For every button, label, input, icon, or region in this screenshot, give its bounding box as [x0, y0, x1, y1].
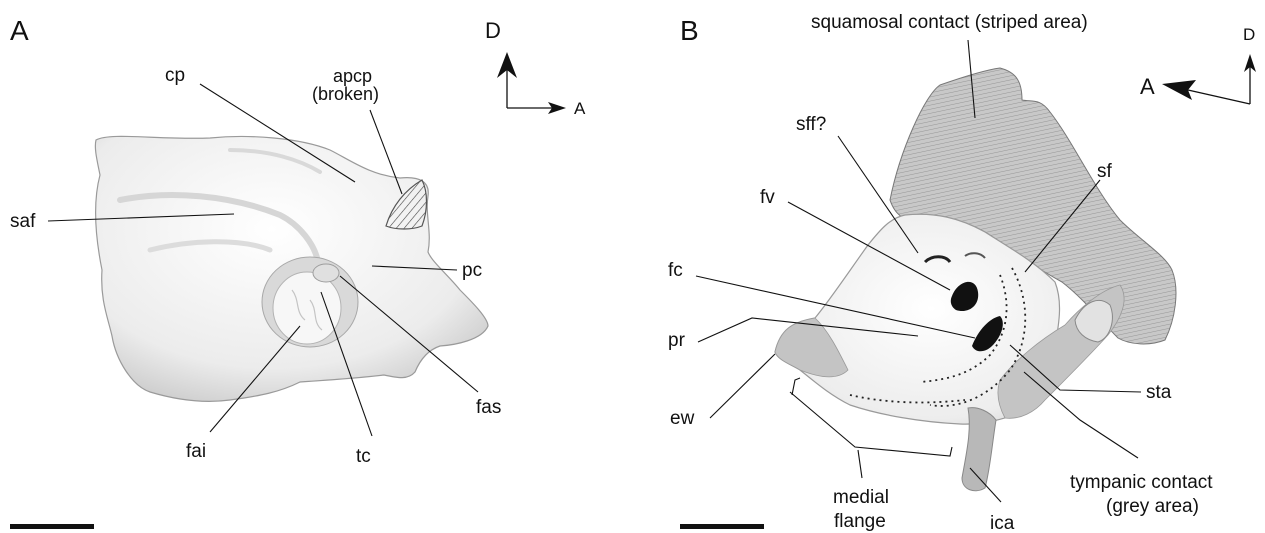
panel-a-letter: A [10, 15, 29, 46]
label-fai: fai [186, 441, 206, 462]
label-fc: fc [668, 260, 683, 281]
label-sta: sta [1146, 382, 1172, 403]
label-tc: tc [356, 446, 371, 467]
label-grey-area: (grey area) [1106, 496, 1199, 517]
label-pr: pr [668, 330, 686, 351]
orientation-a-dorsal: D [485, 18, 501, 43]
label-fv: fv [760, 187, 775, 208]
label-apcp-broken: (broken) [312, 84, 379, 104]
label-ica: ica [990, 513, 1015, 533]
scale-bar-b [680, 524, 764, 529]
petrosal-specimen-b [775, 68, 1176, 491]
label-tympanic-contact: tympanic contact [1070, 472, 1213, 493]
orientation-arrows-b: D A [1140, 25, 1256, 104]
panel-a: A D A [10, 15, 586, 529]
label-apcp: apcp [333, 66, 372, 86]
label-squamosal-contact: squamosal contact (striped area) [811, 12, 1088, 33]
label-cp: cp [165, 65, 185, 86]
label-sff: sff? [796, 114, 826, 135]
label-ew: ew [670, 408, 695, 429]
orientation-a-anterior: A [574, 99, 586, 118]
orientation-arrows-a: D A [485, 18, 586, 118]
label-flange: flange [834, 511, 886, 532]
label-sf: sf [1097, 161, 1113, 182]
label-fas: fas [476, 397, 501, 418]
panel-b: B [668, 12, 1256, 533]
scale-bar-a [10, 524, 94, 529]
orientation-b-dorsal: D [1243, 25, 1255, 44]
label-pc: pc [462, 260, 482, 281]
orientation-b-anterior: A [1140, 74, 1155, 99]
label-saf: saf [10, 211, 36, 232]
label-medial: medial [833, 487, 889, 508]
panel-b-letter: B [680, 15, 699, 46]
